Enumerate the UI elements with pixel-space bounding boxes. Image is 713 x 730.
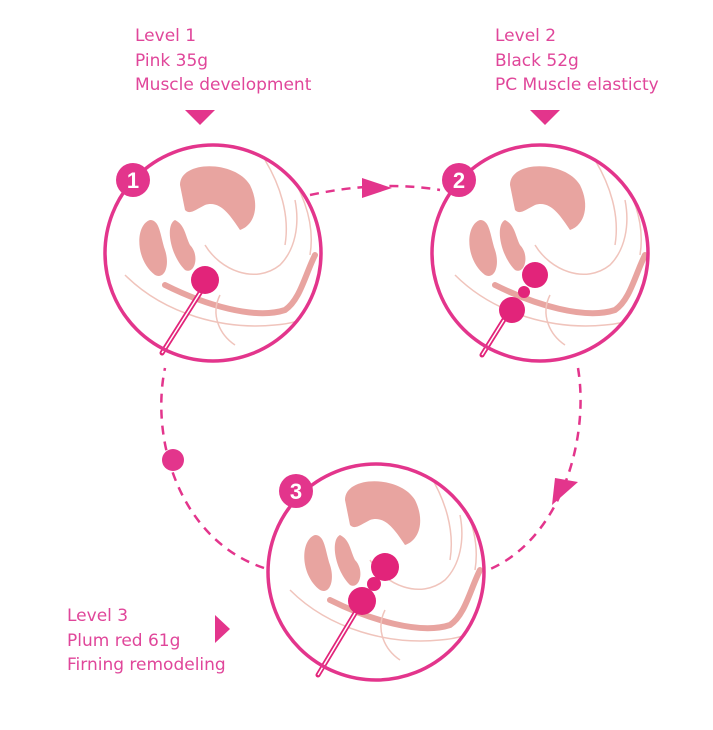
stage-2-badge <box>442 163 476 197</box>
kegel-ball <box>348 587 376 615</box>
stage-1-weight: Pink 35g <box>135 50 209 71</box>
stage-1-number: 1 <box>127 168 139 193</box>
stage-1-label: Level 1 Pink 35g Muscle development <box>135 24 311 98</box>
stage-2-level: Level 2 <box>495 26 557 46</box>
stage-3-label: Level 3 Plum red 61g Firning remodeling <box>67 604 226 678</box>
stage-3-level: Level 3 <box>67 606 129 626</box>
stage-2-purpose: PC Muscle elasticty <box>495 75 659 95</box>
pointer-stage-3-icon <box>215 615 230 643</box>
connector-2-to-3 <box>487 367 582 572</box>
stage-3-number: 3 <box>290 479 302 504</box>
pointer-stage-2-icon <box>530 110 560 125</box>
arrow-right-icon <box>362 178 392 198</box>
kegel-ball <box>191 266 219 294</box>
stage-1-illustration: 1 <box>103 143 323 363</box>
arrow-down-icon <box>552 478 578 505</box>
stage-2-number: 2 <box>453 168 465 193</box>
kegel-ball <box>522 262 548 288</box>
connector-3-to-1 <box>160 367 265 570</box>
connector-dot <box>162 449 184 471</box>
stage-2-illustration: 2 <box>430 143 650 363</box>
pointer-stage-1-icon <box>185 110 215 125</box>
stage-2-weight: Black 52g <box>495 50 579 71</box>
stage-1-badge <box>116 163 150 197</box>
stage-2-label: Level 2 Black 52g PC Muscle elasticty <box>495 24 659 98</box>
stage-3-weight: Plum red 61g <box>67 630 181 651</box>
stage-1-purpose: Muscle development <box>135 75 312 95</box>
stage-1-level: Level 1 <box>135 26 197 46</box>
kegel-ball <box>371 553 399 581</box>
stage-3-purpose: Firning remodeling <box>67 655 226 675</box>
stage-3-badge <box>279 474 313 508</box>
kegel-ball <box>499 297 525 323</box>
stage-3-illustration: 3 <box>266 462 486 682</box>
